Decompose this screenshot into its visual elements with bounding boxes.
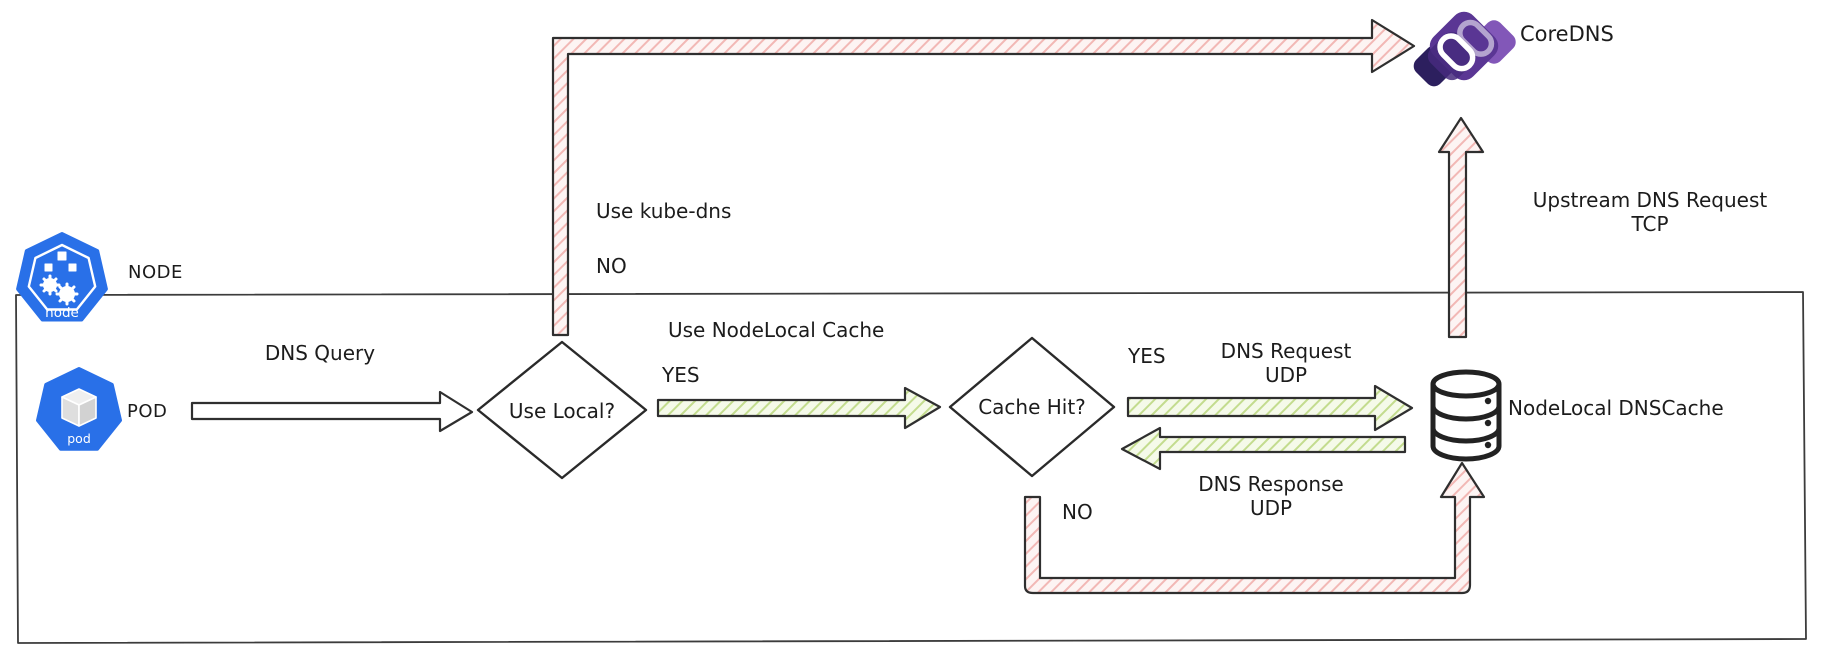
node-boundary-box <box>15 291 1807 644</box>
pod-badge: pod <box>67 431 91 446</box>
node-label: NODE <box>128 262 183 283</box>
upstream-dns-request-label: Upstream DNS Request TCP <box>1510 188 1790 236</box>
no-decision-label: NO <box>596 254 627 278</box>
dns-request-label-line2: UDP <box>1264 363 1308 387</box>
upstream-label-line2: TCP <box>1631 212 1669 236</box>
use-kube-dns-label: Use kube-dns <box>596 199 732 223</box>
no-decision-label-2: NO <box>1062 500 1093 524</box>
coredns-icon <box>1413 11 1516 87</box>
cache-hit-diamond-label: Cache Hit? <box>978 395 1086 419</box>
coredns-label: CoreDNS <box>1520 22 1614 46</box>
kubernetes-node-icon: node <box>16 232 108 322</box>
dns-response-label: DNS Response UDP <box>1183 472 1359 520</box>
dns-response-arrow <box>1120 426 1407 471</box>
node-badge: node <box>45 305 79 321</box>
database-icon <box>1430 369 1502 462</box>
cache-miss-loop-arrow <box>1023 461 1486 595</box>
no-kube-dns-arrow <box>551 18 1416 337</box>
use-local-diamond-label: Use Local? <box>508 399 616 423</box>
use-nodelocal-cache-label: Use NodeLocal Cache <box>668 318 885 342</box>
nodelocal-dnscache-label: NodeLocal DNSCache <box>1508 396 1724 420</box>
upstream-label-line1: Upstream DNS Request <box>1532 188 1768 212</box>
yes-decision-label: YES <box>662 363 700 387</box>
cache-hit-diamond <box>948 336 1116 478</box>
use-nodelocal-arrow <box>656 386 942 430</box>
dns-request-arrow <box>1126 384 1414 432</box>
kubernetes-pod-icon: pod <box>36 367 122 451</box>
upstream-dns-arrow <box>1437 116 1485 339</box>
dns-query-label: DNS Query <box>264 341 376 365</box>
dns-query-arrow <box>190 390 474 433</box>
pod-label: POD <box>127 401 168 422</box>
dns-request-label: DNS Request UDP <box>1204 339 1368 387</box>
use-local-diamond <box>476 340 648 480</box>
dns-request-label-line1: DNS Request <box>1220 339 1352 363</box>
dns-response-label-line2: UDP <box>1249 496 1293 520</box>
yes-decision-label-2: YES <box>1128 344 1166 368</box>
dns-response-label-line1: DNS Response <box>1198 472 1344 496</box>
